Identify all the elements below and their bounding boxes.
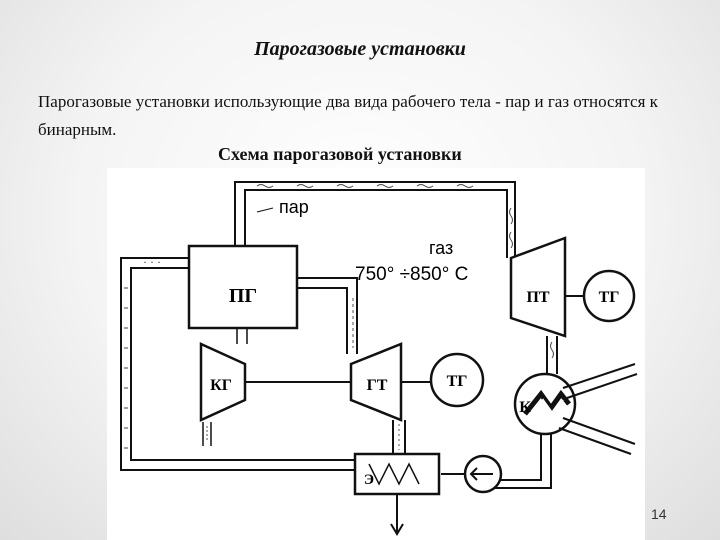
condensate-pipe xyxy=(495,434,552,489)
steam-label: пар xyxy=(279,197,309,217)
slide-body-text: Парогазовые установки использующие два в… xyxy=(38,92,658,139)
slide-title: Парогазовые установки xyxy=(254,38,466,60)
diagram-caption: Схема парогазовой установки xyxy=(218,144,462,164)
steam-turbine-label: ПТ xyxy=(526,289,549,306)
schematic-svg: · · · ПГ КГ ГТ ТГ xyxy=(120,181,638,536)
steam-turbine-generator-label: ТГ xyxy=(599,289,620,306)
water-pipe-left: · · · xyxy=(120,255,355,471)
steam-turbine-block: ПТ xyxy=(509,236,585,338)
gas-compressor-block: КГ xyxy=(199,342,351,422)
steam-pipe-top xyxy=(234,181,516,258)
gas-turbine-label: ГТ xyxy=(367,377,388,394)
condenser-block: К xyxy=(513,372,577,436)
gas-label: газ xyxy=(429,238,453,258)
temperature-label: 750° ÷850° C xyxy=(355,264,468,285)
condenser-label: К xyxy=(519,399,531,416)
steam-turbine-generator: ТГ xyxy=(582,269,636,323)
economizer-block: Э xyxy=(353,452,441,536)
exhaust-pipe xyxy=(392,420,406,454)
compressor-inlet xyxy=(202,422,212,446)
economizer-label: Э xyxy=(364,472,374,488)
gas-turbine-block: ГТ xyxy=(349,342,433,422)
gas-turbine-generator: ТГ xyxy=(429,352,485,408)
feed-pump xyxy=(441,454,503,494)
gas-compressor-label: КГ xyxy=(210,377,232,394)
svg-text:· · ·: · · · xyxy=(143,255,161,269)
steam-exhaust-pipe xyxy=(546,336,558,374)
ccgt-schematic: · · · ПГ КГ ГТ ТГ xyxy=(107,168,645,540)
page-number: 14 xyxy=(651,506,667,522)
gas-turbine-generator-label: ТГ xyxy=(447,373,468,390)
gas-pipe-to-turbine xyxy=(297,277,358,354)
steam-generator-block: ПГ xyxy=(187,244,299,330)
steam-generator-label: ПГ xyxy=(229,285,257,307)
cooling-water-lines xyxy=(558,363,638,455)
